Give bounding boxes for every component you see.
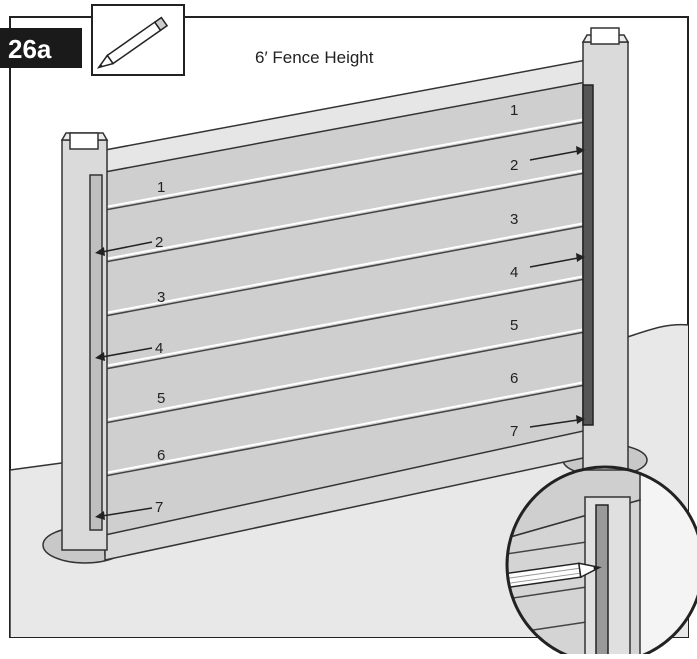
left-label-1: 1 [157, 179, 165, 196]
left-label-5: 5 [157, 390, 165, 407]
left-label-7: 7 [155, 499, 163, 516]
inset-pencil-icon [507, 562, 602, 590]
right-label-2: 2 [510, 157, 518, 174]
right-post-cap-opening [590, 27, 620, 45]
left-post-cap-opening [69, 132, 99, 150]
right-label-4: 4 [510, 264, 518, 281]
left-label-2: 2 [155, 234, 163, 251]
left-label-4: 4 [155, 340, 163, 357]
right-label-1: 1 [510, 102, 518, 119]
right-label-3: 3 [510, 211, 518, 228]
left-arrow-4 [95, 347, 153, 361]
right-arrow-4 [529, 253, 585, 268]
left-arrow-2 [95, 241, 153, 256]
right-arrow-7 [529, 415, 585, 428]
right-label-5: 5 [510, 317, 518, 334]
right-arrow-2 [529, 146, 585, 161]
step-badge-label: 26a [8, 34, 52, 64]
pencil-icon [96, 16, 169, 69]
left-label-6: 6 [157, 447, 165, 464]
step-badge [0, 28, 82, 68]
left-board-labels: 1 2 3 4 5 6 7 [95, 179, 165, 520]
left-label-3: 3 [157, 289, 165, 306]
left-post-channel [89, 174, 103, 531]
detail-inset [505, 465, 697, 659]
right-label-7: 7 [510, 423, 518, 440]
left-arrow-7 [95, 507, 153, 520]
figure-title: 6′ Fence Height [255, 48, 374, 67]
right-post-channel [582, 84, 594, 426]
right-label-6: 6 [510, 370, 518, 387]
board-seams [104, 121, 586, 477]
right-board-labels: 1 2 3 4 5 6 7 [510, 102, 585, 440]
